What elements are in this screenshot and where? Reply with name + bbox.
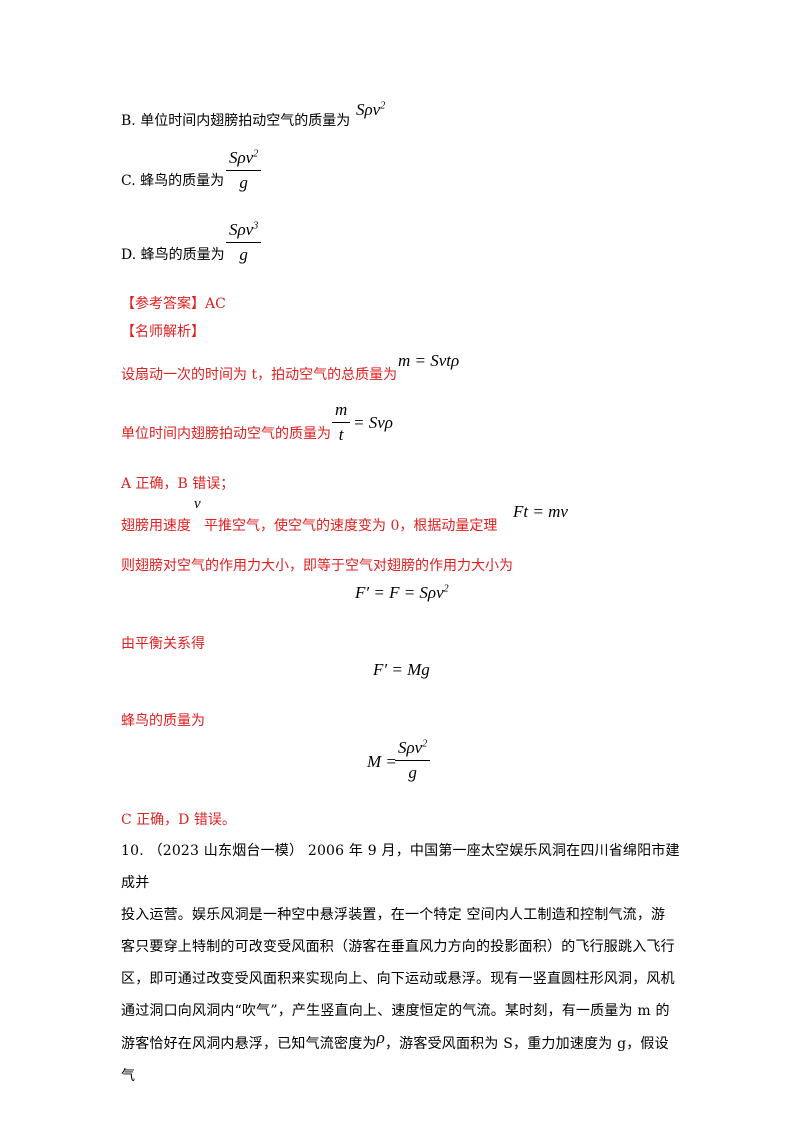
analysis-label: 【名师解析】 <box>121 324 205 340</box>
analysis-line-1: 设扇动一次的时间为 t，拍动空气的总质量为 <box>121 367 398 383</box>
equation-3-fraction: Sρv2 g <box>395 738 431 783</box>
option-b-text: B. 单位时间内翅膀拍动空气的质量为 <box>121 113 351 129</box>
question-10-line-6: 游客恰好在风洞内悬浮，已知气流密度为ρ，游客受风面积为 S，重力加速度为 g，假… <box>121 1028 669 1084</box>
analysis-formula-4: Ft = mv <box>513 502 568 521</box>
analysis-line-8: C 正确，D 错误。 <box>121 812 236 828</box>
analysis-line-4a: 翅膀用速度 <box>121 518 191 534</box>
analysis-formula-2: = Svρ <box>353 413 393 432</box>
analysis-line-2: 单位时间内翅膀拍动空气的质量为 <box>121 426 331 442</box>
equation-3-lhs: M = <box>367 752 397 771</box>
question-10-line-2: 投入运营。娱乐风洞是一种空中悬浮装置，在一个特定 空间内人工制造和控制气流，游 <box>121 907 666 923</box>
question-10-line-1: 10. （2023 山东烟台一模） 2006 年 9 月，中国第一座太空娱乐风洞… <box>121 843 680 891</box>
question-10: 10. （2023 山东烟台一模） 2006 年 9 月，中国第一座太空娱乐风洞… <box>121 835 681 1092</box>
equation-2: F′ = Mg <box>373 660 430 679</box>
question-10-line-3: 客只要穿上特制的可改变受风面积（游客在垂直风力方向的投影面积）的飞行服跳入飞行 <box>121 939 675 955</box>
analysis-formula-1: m = Svtρ <box>398 351 460 370</box>
analysis-line-7: 蜂鸟的质量为 <box>121 713 205 729</box>
analysis-line-4b: 平推空气，使空气的速度变为 0，根据动量定理 <box>204 518 498 534</box>
question-10-line-5: 通过洞口向风洞内“吹气”，产生竖直向上、速度恒定的气流。某时刻，有一质量为 m … <box>121 1003 670 1019</box>
analysis-line-3: A 正确，B 错误； <box>121 476 235 492</box>
answer-line: 【参考答案】AC <box>121 296 226 312</box>
analysis-line-5: 则翅膀对空气的作用力大小，即等于空气对翅膀的作用力大小为 <box>121 558 513 574</box>
option-d-fraction: Sρv3 g <box>226 220 262 265</box>
option-d-text: D. 蜂鸟的质量为 <box>121 247 225 263</box>
option-c-text: C. 蜂鸟的质量为 <box>121 173 225 189</box>
analysis-fraction-2: m t <box>332 400 351 445</box>
analysis-line-6: 由平衡关系得 <box>121 636 205 652</box>
equation-1: F′ = F = Sρv2 <box>355 583 449 602</box>
option-c-fraction: Sρv2 g <box>226 148 262 193</box>
analysis-velocity-v: v <box>194 496 201 512</box>
question-10-line-4: 区，即可通过改变受风面积来实现向上、向下运动或悬浮。现有一竖直圆柱形风洞，风机 <box>121 971 675 987</box>
option-b-formula: Sρv2 <box>356 100 386 119</box>
